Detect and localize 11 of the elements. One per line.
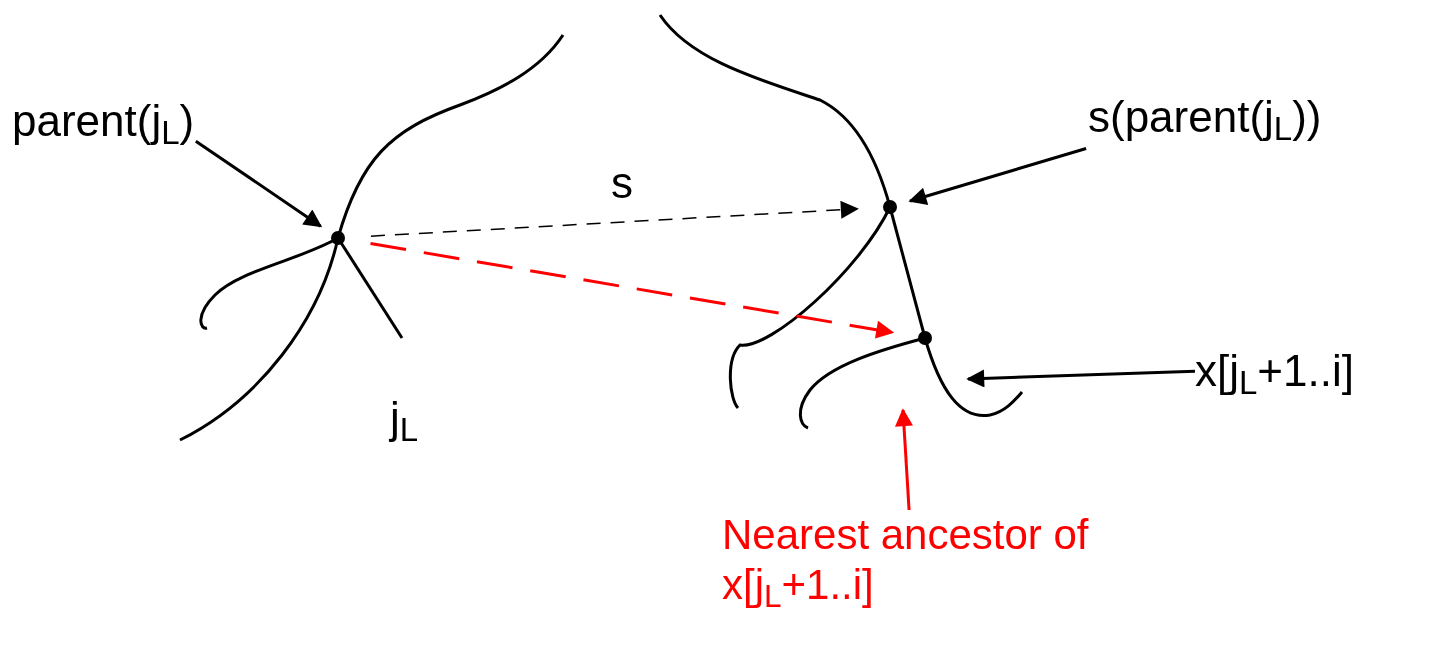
arrow bbox=[895, 408, 913, 511]
branch-label: j$_{L}$ bbox=[390, 392, 419, 451]
arrow bbox=[966, 369, 1196, 388]
arrow bbox=[370, 200, 859, 237]
arrow bbox=[195, 139, 323, 228]
node-label: s(parent(j$_{L}$)) bbox=[1088, 84, 1322, 150]
arrow bbox=[370, 242, 895, 339]
node-label: parent(j$_{L}$) bbox=[12, 88, 195, 154]
node-label: x[j$_{L}$+1..i] bbox=[1195, 338, 1354, 404]
node-label: Nearest ancestor of x[j$_{L}$+1..i] bbox=[722, 510, 1192, 611]
arrow bbox=[908, 147, 1087, 205]
